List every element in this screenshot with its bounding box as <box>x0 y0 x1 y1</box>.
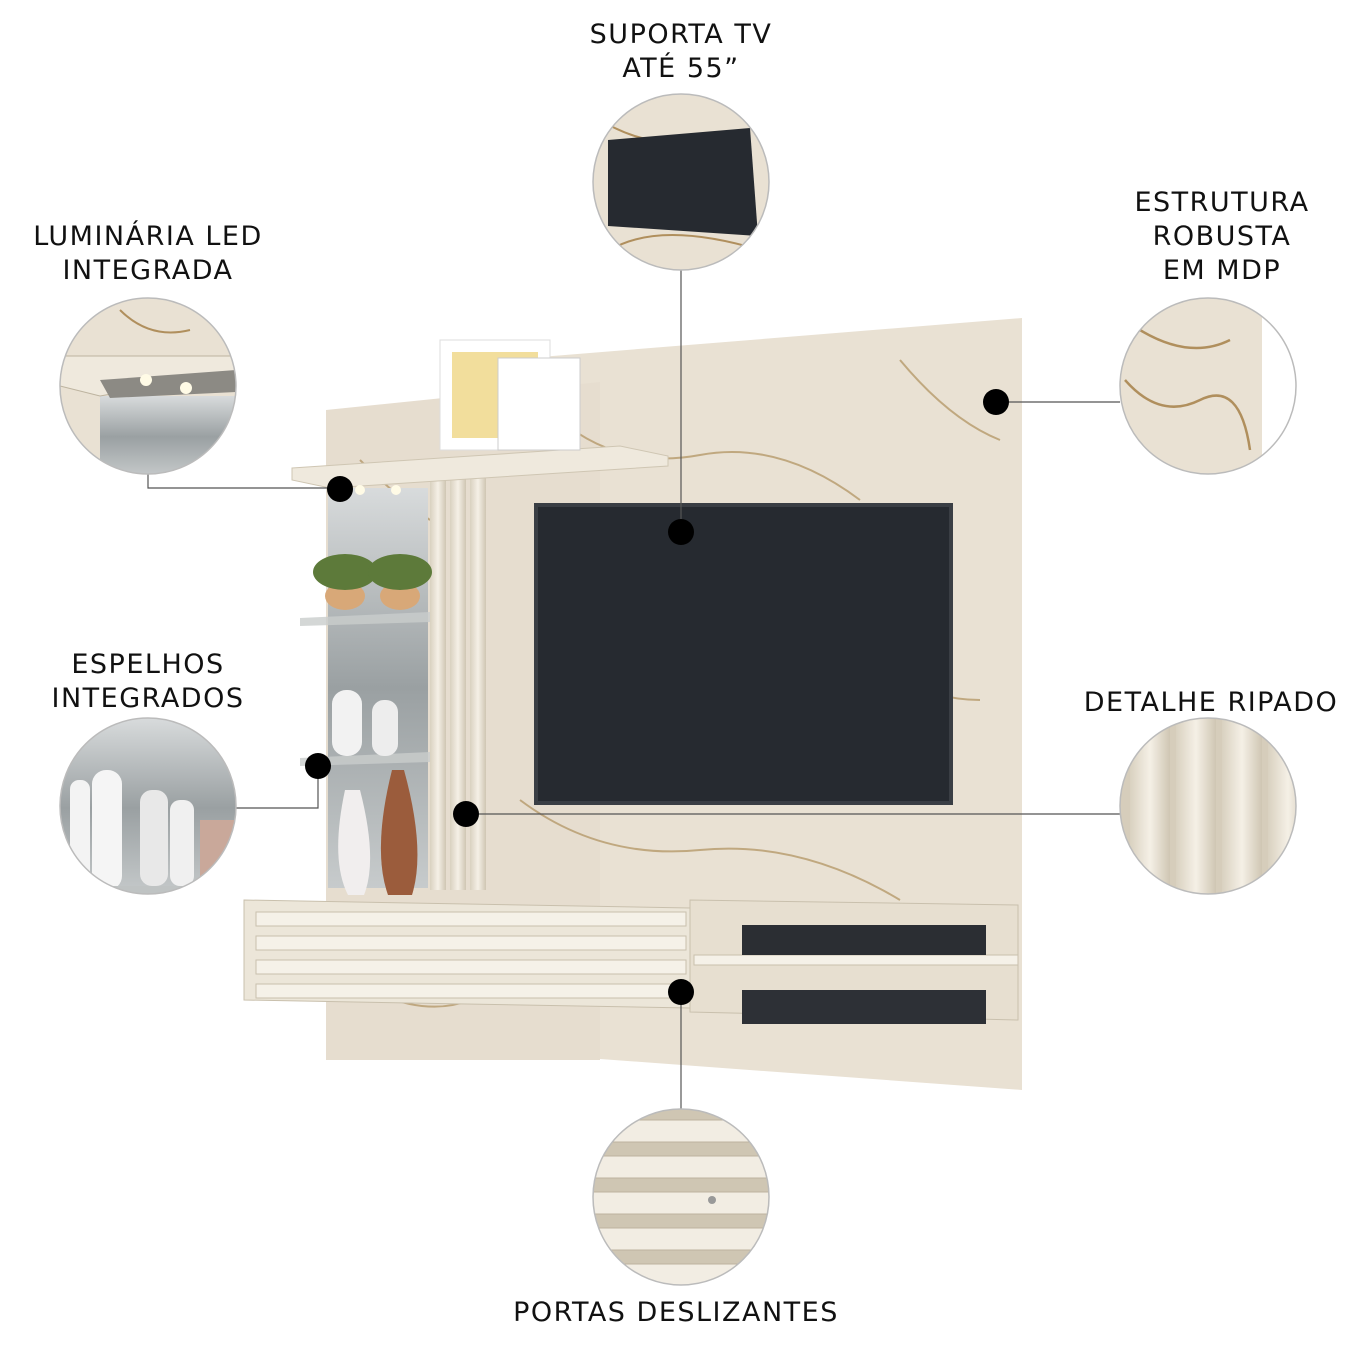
glass-shelves <box>300 554 432 895</box>
zoom-tv <box>592 93 770 271</box>
marker-dots <box>305 389 1009 1005</box>
label-doors: PORTAS DESLIZANTES <box>500 1296 852 1330</box>
rack <box>243 899 1019 1024</box>
zoom-doors <box>592 1108 770 1286</box>
label-mirrors: ESPELHOS INTEGRADOS <box>38 648 258 716</box>
label-structure: ESTRUTURA ROBUSTA EM MDP <box>1108 186 1336 288</box>
label-led: LUMINÁRIA LED INTEGRADA <box>30 220 266 288</box>
label-doors-line-1: PORTAS DESLIZANTES <box>513 1297 839 1328</box>
label-tv-support-line-2: ATÉ 55” <box>622 53 740 84</box>
dot-slatted <box>453 801 479 827</box>
label-mirrors-line-2: INTEGRADOS <box>51 683 245 714</box>
zoom-slatted <box>1119 717 1297 895</box>
dot-doors <box>668 979 694 1005</box>
label-led-line-1: LUMINÁRIA LED <box>33 221 263 252</box>
slatted-column <box>430 460 486 890</box>
label-slatted: DETALHE RIPADO <box>1080 686 1342 720</box>
zoom-structure <box>1119 297 1297 475</box>
label-tv-support: SUPORTA TV ATÉ 55” <box>581 18 781 86</box>
top-shelf <box>291 339 669 495</box>
dot-led <box>327 476 353 502</box>
label-structure-line-2: ROBUSTA <box>1152 221 1292 252</box>
label-mirrors-line-1: ESPELHOS <box>71 649 225 680</box>
zoom-led <box>59 297 237 475</box>
dot-mirror <box>305 753 331 779</box>
tv <box>534 503 953 805</box>
label-tv-support-line-1: SUPORTA TV <box>589 19 773 50</box>
dot-tv <box>668 519 694 545</box>
dot-structure <box>983 389 1009 415</box>
label-led-line-2: INTEGRADA <box>62 255 234 286</box>
zoom-mirror <box>59 717 237 895</box>
label-structure-line-3: EM MDP <box>1162 255 1282 286</box>
label-slatted-line-1: DETALHE RIPADO <box>1083 687 1339 718</box>
label-structure-line-1: ESTRUTURA <box>1134 187 1310 218</box>
